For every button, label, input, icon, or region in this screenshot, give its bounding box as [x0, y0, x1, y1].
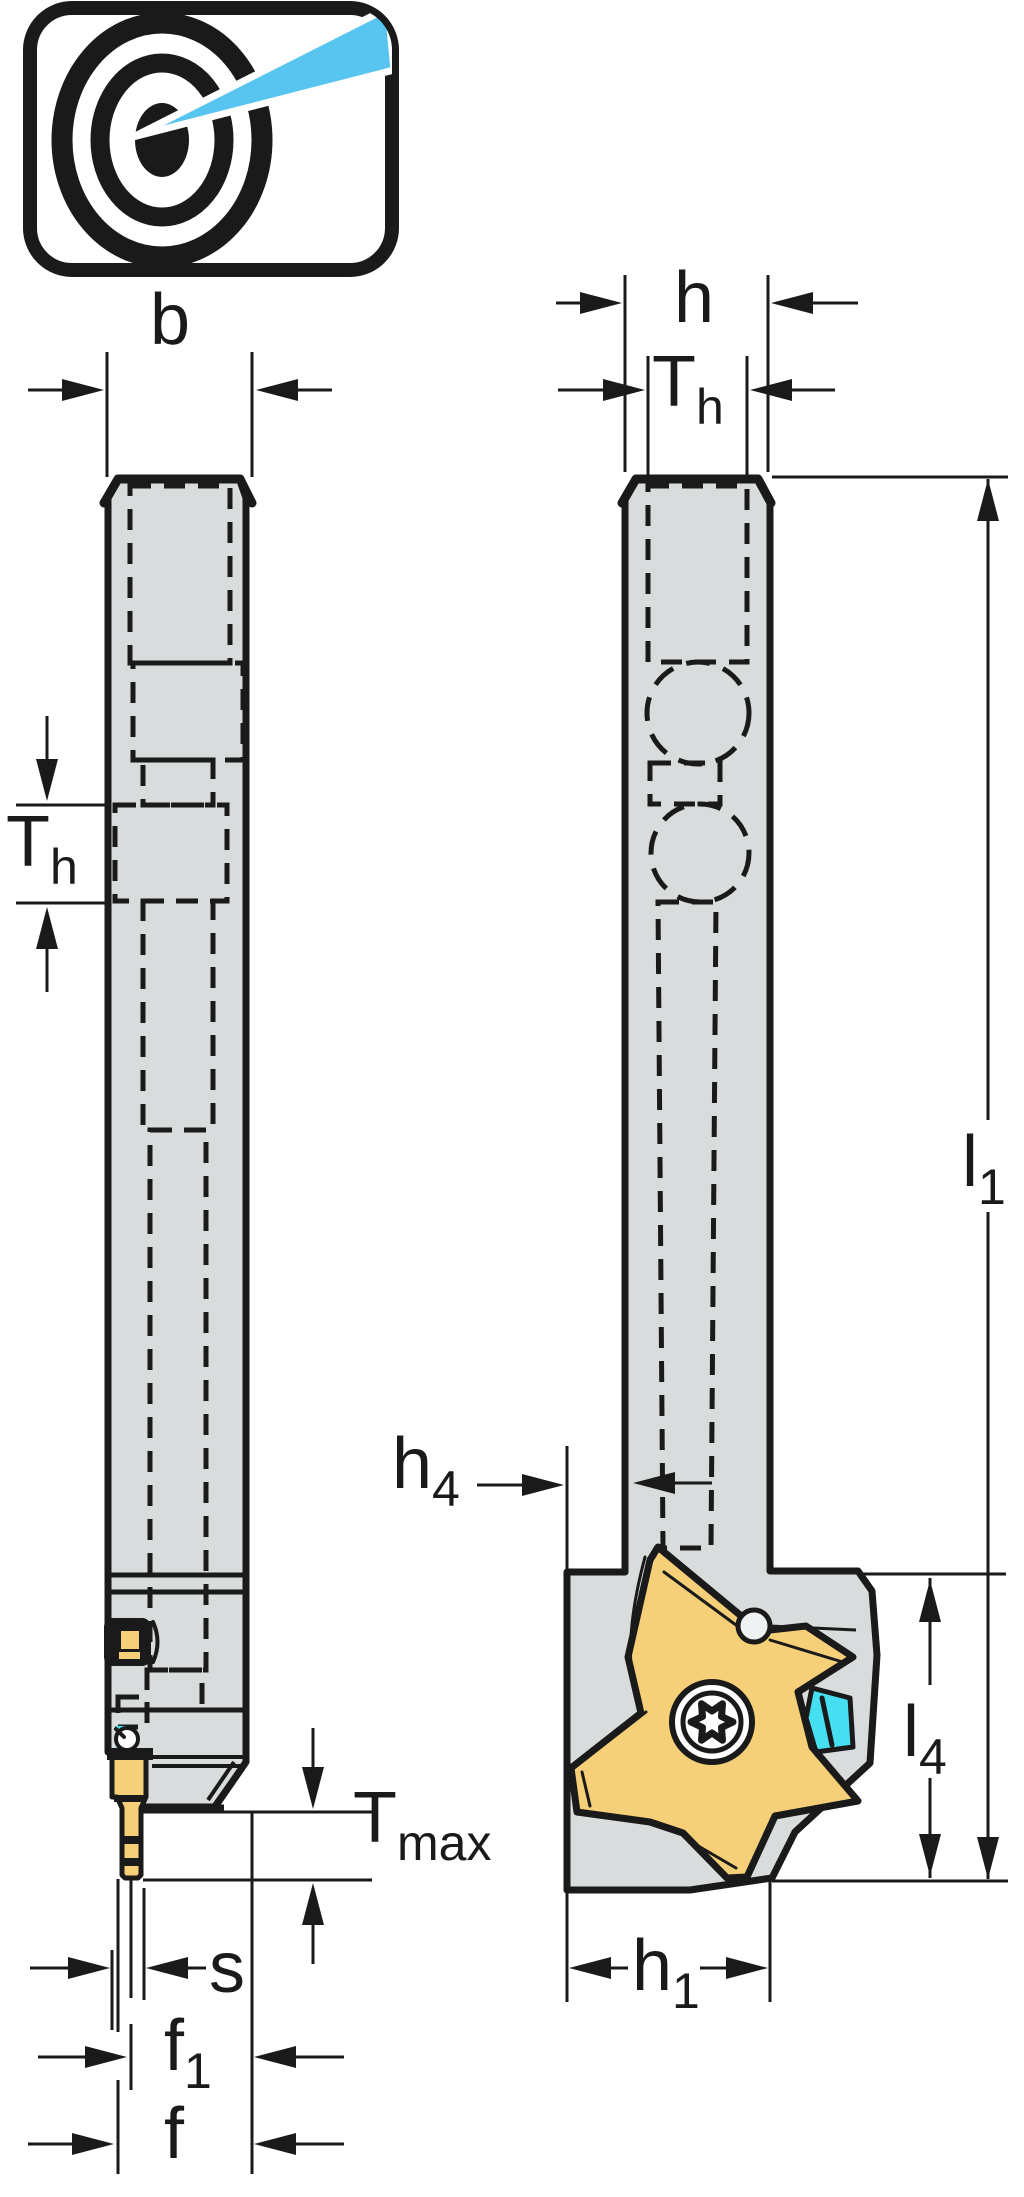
left-view — [16, 352, 372, 2174]
dim-label-th-right: Th — [652, 342, 724, 435]
target-outer-ring — [51, 12, 273, 268]
right-coolant-channel — [644, 483, 752, 1551]
right-view — [477, 275, 1008, 2002]
dim-s — [30, 1957, 206, 1979]
dim-label-s: s — [209, 1928, 245, 2008]
dim-f — [28, 2133, 344, 2155]
dim-label-tmax: Tmax — [353, 1778, 492, 1871]
screw-hole-lower — [648, 801, 752, 905]
target-with-dart-icon — [23, 1, 399, 277]
head-coolant-outlet — [803, 1685, 856, 1755]
dim-l1 — [772, 475, 1008, 1883]
dim-th-right — [558, 356, 835, 475]
pivot-ball-icon — [735, 1607, 857, 1645]
dim-h — [556, 275, 858, 472]
dim-l4 — [862, 1572, 1006, 1878]
dim-tmax — [143, 1728, 372, 1964]
dim-label-f: f — [164, 2094, 185, 2174]
left-shank-top-chamfer — [99, 474, 257, 508]
dim-label-f1: f1 — [164, 2006, 212, 2099]
left-shank-body — [104, 474, 250, 1811]
left-clamp-block — [104, 1618, 160, 1666]
dim-label-h1: h1 — [632, 1926, 700, 2019]
target-middle-ring — [90, 53, 234, 227]
dim-th-left — [16, 716, 105, 992]
left-shank-joints — [108, 1572, 247, 1814]
screw-hole-upper — [644, 659, 752, 767]
logo-frame — [23, 1, 399, 277]
dim-label-th-left: Th — [6, 802, 78, 895]
dim-f1 — [38, 2046, 344, 2068]
left-extension-lines — [110, 1812, 254, 2174]
torx-screw-icon — [669, 1679, 755, 1765]
dim-h1 — [565, 1880, 772, 2002]
dim-label-l1: l1 — [962, 1122, 1006, 1215]
right-shank-top-chamfer — [617, 474, 776, 508]
insert-edge-lines — [580, 1555, 856, 1870]
dim-b — [28, 352, 332, 477]
dim-h4 — [477, 1446, 712, 1570]
dim-label-h4: h4 — [392, 1424, 460, 1517]
left-insert-blade — [107, 1748, 153, 1881]
dim-label-b: b — [150, 280, 191, 360]
dim-label-l4: l4 — [903, 1692, 947, 1785]
left-clamp-screw-icon — [114, 1726, 140, 1752]
dim-label-h: h — [674, 258, 715, 338]
